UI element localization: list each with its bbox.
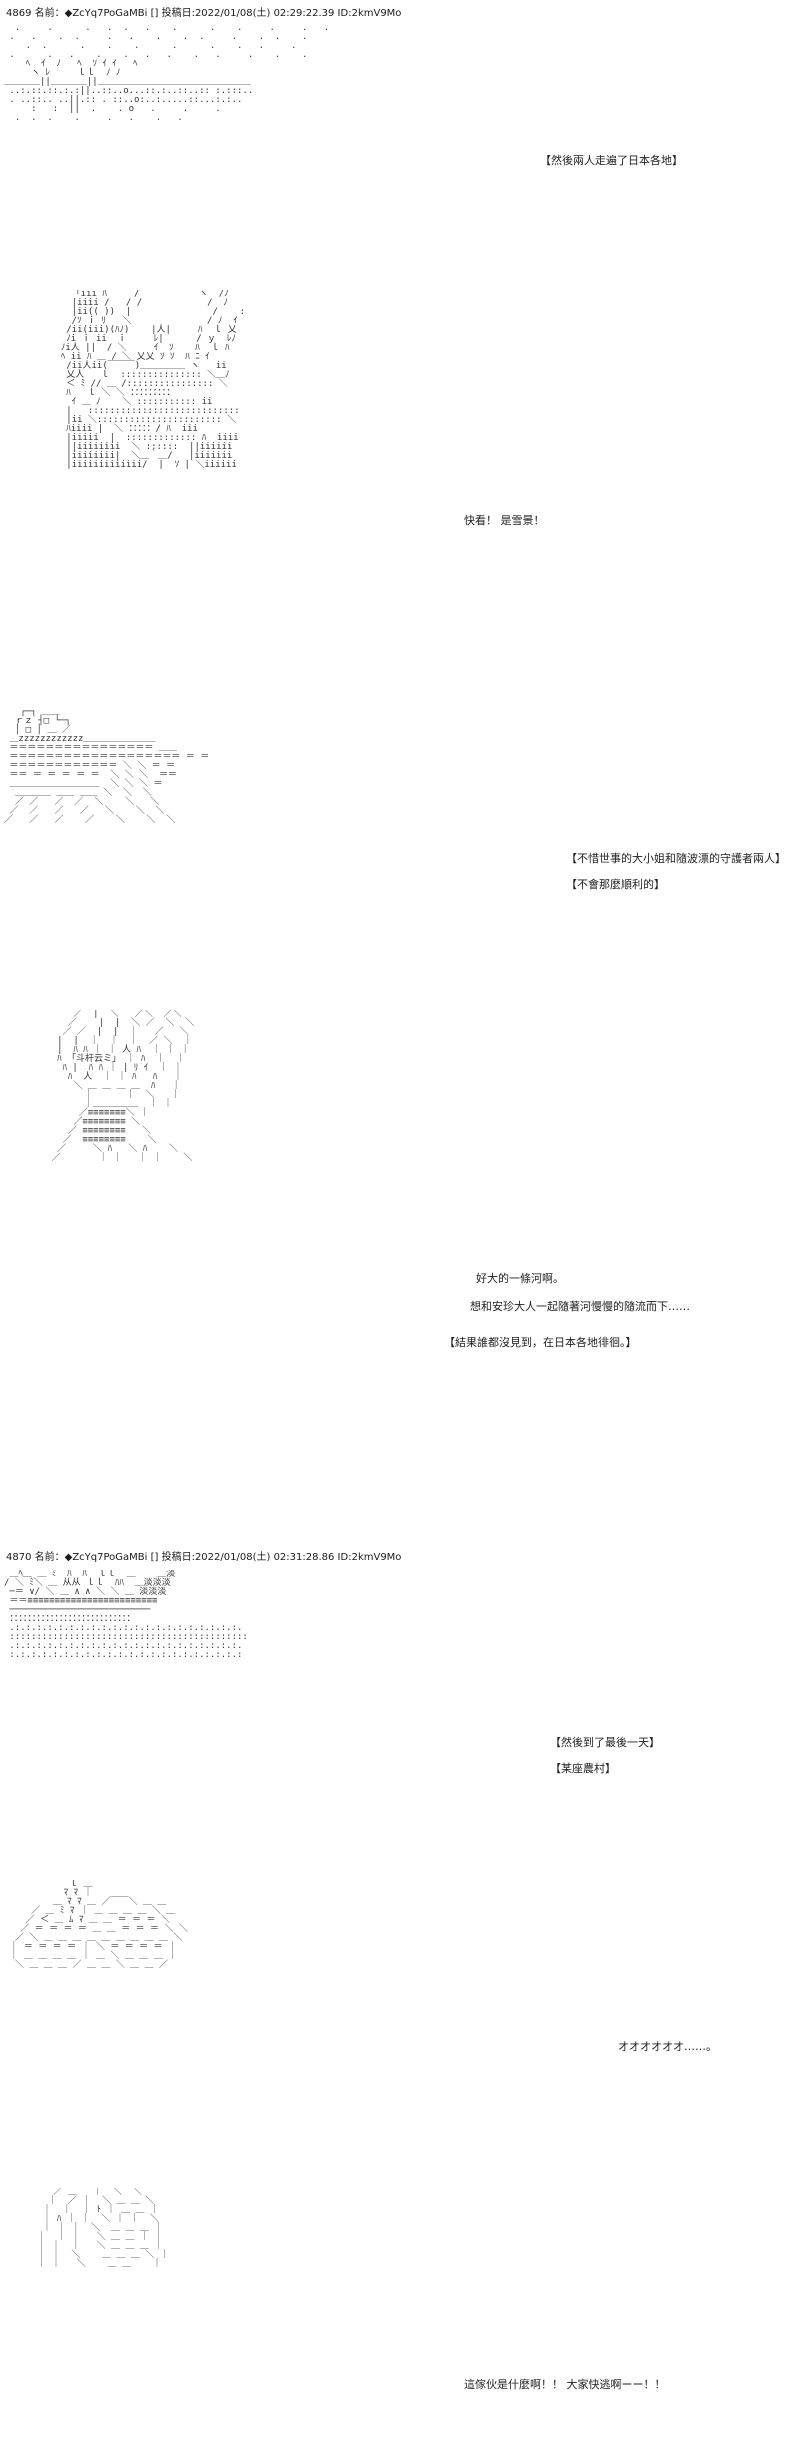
- narration-caption: 【然後兩人走遍了日本各地】: [540, 154, 683, 167]
- dialogue-caption: 好大的一條河啊。: [476, 1272, 564, 1285]
- girl-panel: 「iii ﾊ / ヽ /ﾉ |iiii / / / / ﾉ |ii(( )) |…: [50, 290, 300, 670]
- dialogue-caption: オオオオオオ……。: [618, 2040, 717, 2053]
- dialogue-caption: 想和安珍大人一起隨著河慢慢的隨流而下……: [470, 1300, 690, 1313]
- village-panel: ┌─┐ ＿＿ ｒｚ ┤□ └─┐ │ □ │ ＿ ／ ＿zzzzzzzzzzzz…: [4, 708, 484, 978]
- ascii-art: . . . . . . . . . . . . . . . . . . . . …: [4, 24, 330, 123]
- ascii-art: 「iii ﾊ / ヽ /ﾉ |iiii / / / / ﾉ |ii(( )) |…: [60, 290, 246, 470]
- ascii-art: ／ | ＼ ／＼ ／＼ ／ | | ＼ ／ ＼ ＼ ／ ／ | | ｜ ／ ＼ …: [51, 1010, 195, 1163]
- narration-caption: 【然後到了最後一天】: [550, 1736, 660, 1749]
- farm-village-panel: ＿ﾍ＿ ＿ ﾐ ﾊ ﾊ ｌｌ ＿ ＿淡 / ＼ ﾐ＼ ＿ 从从 ｌｌ ﾊﾊ ＿淡…: [4, 1570, 444, 1840]
- narration-caption: 【某座農村】: [550, 1762, 616, 1775]
- post-header: 4869 名前：◆ZcYq7PoGaMBi [] 投稿日:2022/01/08(…: [6, 8, 402, 19]
- dialogue-caption: 快看！ 是雪景！: [464, 514, 545, 527]
- narration-caption: 【不會那麼順利的】: [566, 878, 665, 891]
- ascii-art: ／ ＿ ｜ ＼ ＼ ｜ ／ ｜ ＼ ＿ ＿ ＼ ｜ ｜ ｜ ﾄ ｜ ＿ ＿ ｜ …: [37, 2188, 169, 2269]
- night-sky-panel: . . . . . . . . . . . . . . . . . . . . …: [4, 24, 424, 254]
- narration-caption: 【結果誰都沒見到，在日本各地徘徊。】: [444, 1336, 637, 1349]
- ascii-art: ｌ ＿ ﾏ ﾏ ｜ ＿ ﾏ ﾏ ＿ ／￣￣＼ ＿ ＿ ／ ＿ ﾐ ﾏ ｜ ＿ ＿…: [9, 1880, 188, 1970]
- post-header: 4870 名前：◆ZcYq7PoGaMBi [] 投稿日:2022/01/08(…: [6, 1552, 402, 1563]
- narration-caption: 【不惜世事的大小姐和隨波漂的守護者兩人】: [566, 852, 786, 865]
- ascii-art: ＿ﾍ＿ ＿ ﾐ ﾊ ﾊ ｌｌ ＿ ＿淡 / ＼ ﾐ＼ ＿ 从从 ｌｌ ﾊﾊ ＿淡…: [4, 1570, 248, 1660]
- walking-girl-panel: ／ | ＼ ／＼ ／＼ ／ | | ＼ ／ ＼ ＼ ／ ／ | | ｜ ／ ＼ …: [30, 1010, 350, 1510]
- villager-panel: ／ ＿ ｜ ＼ ＼ ｜ ／ ｜ ＼ ＿ ＿ ＼ ｜ ｜ ｜ ﾄ ｜ ＿ ＿ ｜ …: [10, 2188, 360, 2448]
- ascii-art: ┌─┐ ＿＿ ｒｚ ┤□ └─┐ │ □ │ ＿ ／ ＿zzzzzzzzzzzz…: [4, 708, 210, 825]
- dialogue-caption: 這傢伙是什麼啊！！ 大家快逃啊ーー！！: [464, 2378, 666, 2391]
- creature-panel: ｌ ＿ ﾏ ﾏ ｜ ＿ ﾏ ﾏ ＿ ／￣￣＼ ＿ ＿ ／ ＿ ﾐ ﾏ ｜ ＿ ＿…: [4, 1880, 524, 2170]
